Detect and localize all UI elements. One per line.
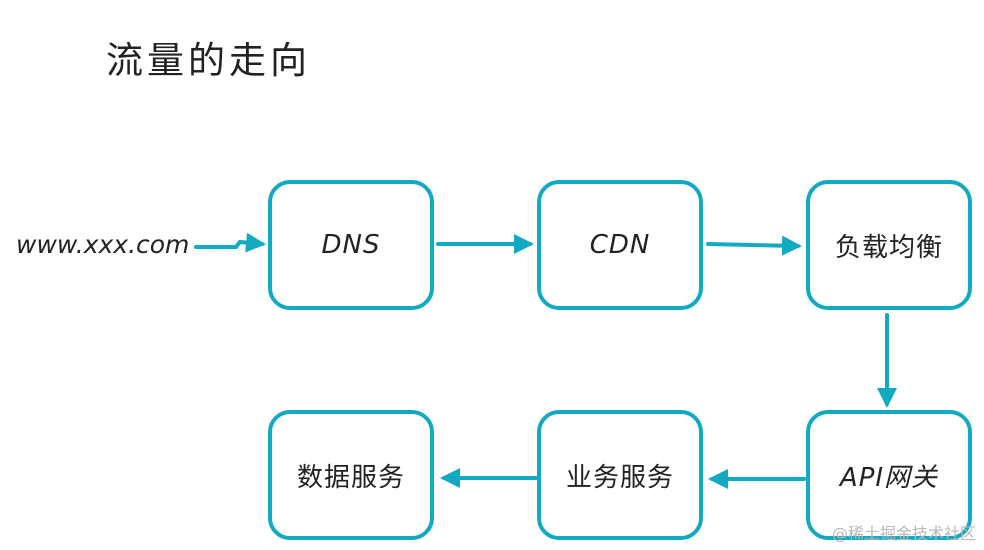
page-title: 流量的走向 [106, 39, 311, 82]
node-cdn-label: CDN [589, 230, 651, 260]
node-dns-label: DNS [321, 230, 381, 260]
watermark: @稀土掘金技术社区 [831, 524, 976, 543]
node-business-service: 业务服务 [537, 410, 703, 540]
node-data-service: 数据服务 [268, 410, 434, 540]
node-cdn: CDN [537, 180, 703, 310]
node-load-balancer: 负载均衡 [806, 180, 972, 310]
arrow-source-to-dns [194, 232, 266, 253]
node-data-service-label: 数据服务 [296, 462, 405, 493]
node-dns: DNS [268, 180, 434, 310]
node-api-gateway-label: API网关 [839, 462, 939, 493]
source-domain-label: www.xxx.com [16, 230, 190, 259]
arrow-cdn-to-lb [706, 235, 802, 256]
node-business-service-label: 业务服务 [565, 462, 674, 493]
node-load-balancer-label: 负载均衡 [834, 232, 943, 263]
node-api-gateway: API网关 [806, 410, 972, 540]
